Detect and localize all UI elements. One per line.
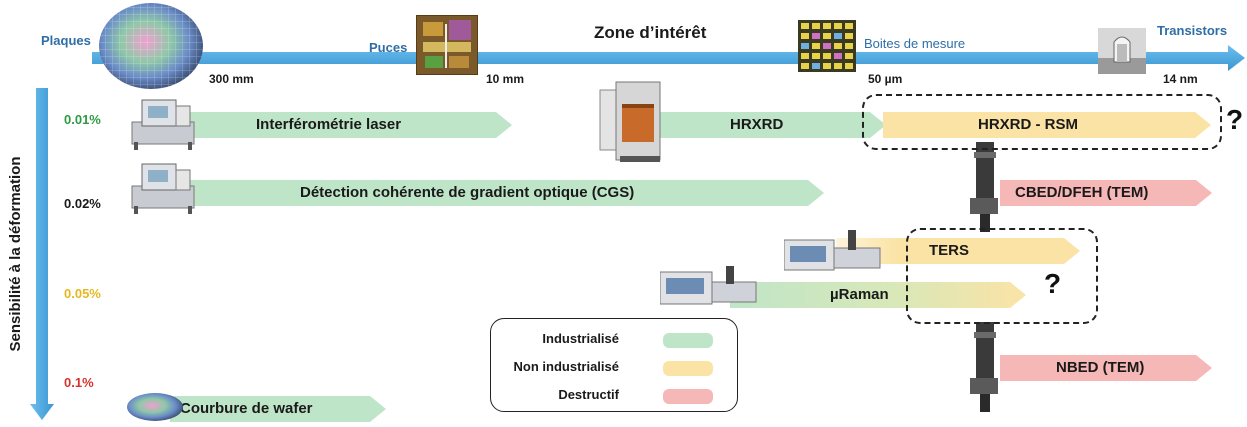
technique-label: HRXRD - RSM bbox=[978, 116, 1078, 133]
scale-size-14nm: 14 nm bbox=[1163, 72, 1198, 86]
scale-axis-arrow bbox=[92, 45, 1245, 71]
pct-0-01: 0.01% bbox=[64, 112, 101, 127]
dashed-zone-ters bbox=[906, 228, 1098, 324]
technique-arrow-cbed: CBED/DFEH (TEM) bbox=[1000, 180, 1212, 206]
technique-arrow-hrxrd: HRXRD bbox=[652, 112, 886, 138]
scale-size-10mm: 10 mm bbox=[486, 72, 525, 86]
technique-arrow-hrxrd-rsm: HRXRD - RSM bbox=[883, 112, 1211, 138]
transistor-image bbox=[1098, 28, 1146, 74]
scale-size-50um: 50 µm bbox=[868, 72, 903, 86]
scale-size-300mm: 300 mm bbox=[209, 72, 254, 86]
legend-label-non-industrialise: Non industrialisé bbox=[513, 359, 619, 374]
legend-label-destructif: Destructif bbox=[558, 387, 619, 402]
pct-0-05: 0.05% bbox=[64, 286, 101, 301]
y-axis-label: Sensibilité à la déformation bbox=[7, 129, 27, 379]
technique-arrow-cgs: Détection cohérente de gradient optique … bbox=[182, 180, 824, 206]
wafer-image bbox=[98, 0, 204, 92]
technique-arrow-interferometrie: Interférométrie laser bbox=[182, 112, 512, 138]
legend: Industrialisé Non industrialisé Destruct… bbox=[490, 318, 738, 412]
technique-label: NBED (TEM) bbox=[1056, 359, 1145, 376]
question-mark-ters: ? bbox=[1044, 268, 1062, 299]
ters-instrument-image bbox=[783, 228, 884, 276]
scale-title: Zone d’intérêt bbox=[594, 23, 707, 42]
scale-label-boites: Boites de mesure bbox=[864, 36, 966, 51]
chip-image bbox=[416, 15, 478, 75]
technique-arrow-courbure: Courbure de wafer bbox=[170, 396, 386, 422]
hrxrd-instrument-image bbox=[598, 78, 664, 164]
legend-swatch-industrialise bbox=[663, 333, 713, 348]
legend-swatch-destructif bbox=[663, 389, 713, 404]
technique-label: µRaman bbox=[830, 286, 889, 303]
dashed-zone-hrxrd-rsm bbox=[862, 94, 1222, 150]
legend-swatch-non-industrialise bbox=[663, 361, 713, 376]
technique-label: Interférométrie laser bbox=[256, 116, 402, 133]
tem-instrument-image-bottom bbox=[966, 322, 1002, 412]
interferometer-instrument-image bbox=[128, 92, 198, 150]
uraman-instrument-image bbox=[659, 262, 760, 312]
scale-label-transistors: Transistors bbox=[1157, 23, 1228, 38]
y-axis-label-text: Sensibilité à la déformation bbox=[7, 156, 24, 352]
tem-instrument-image-top bbox=[966, 142, 1002, 232]
technique-label: Détection cohérente de gradient optique … bbox=[300, 184, 635, 201]
technique-arrow-uraman: µRaman bbox=[730, 282, 1026, 308]
cgs-instrument-image bbox=[128, 160, 198, 214]
technique-label: HRXRD bbox=[730, 116, 784, 133]
technique-label: TERS bbox=[929, 242, 970, 259]
technique-label: CBED/DFEH (TEM) bbox=[1015, 184, 1149, 201]
legend-label-industrialise: Industrialisé bbox=[542, 331, 619, 346]
sensitivity-axis-arrow bbox=[30, 88, 54, 420]
technique-arrow-nbed: NBED (TEM) bbox=[1000, 355, 1212, 381]
pct-0-02: 0.02% bbox=[64, 196, 101, 211]
question-mark-hrxrd-rsm: ? bbox=[1226, 104, 1244, 135]
measurement-boxes-image bbox=[798, 20, 856, 72]
pct-0-1: 0.1% bbox=[64, 375, 94, 390]
wafer-curvature-image bbox=[126, 390, 184, 422]
technique-label: Courbure de wafer bbox=[180, 400, 313, 417]
scale-label-puces: Puces bbox=[369, 40, 408, 55]
scale-label-plaques: Plaques bbox=[41, 33, 91, 48]
technique-arrow-ters: TERS bbox=[836, 238, 1080, 264]
